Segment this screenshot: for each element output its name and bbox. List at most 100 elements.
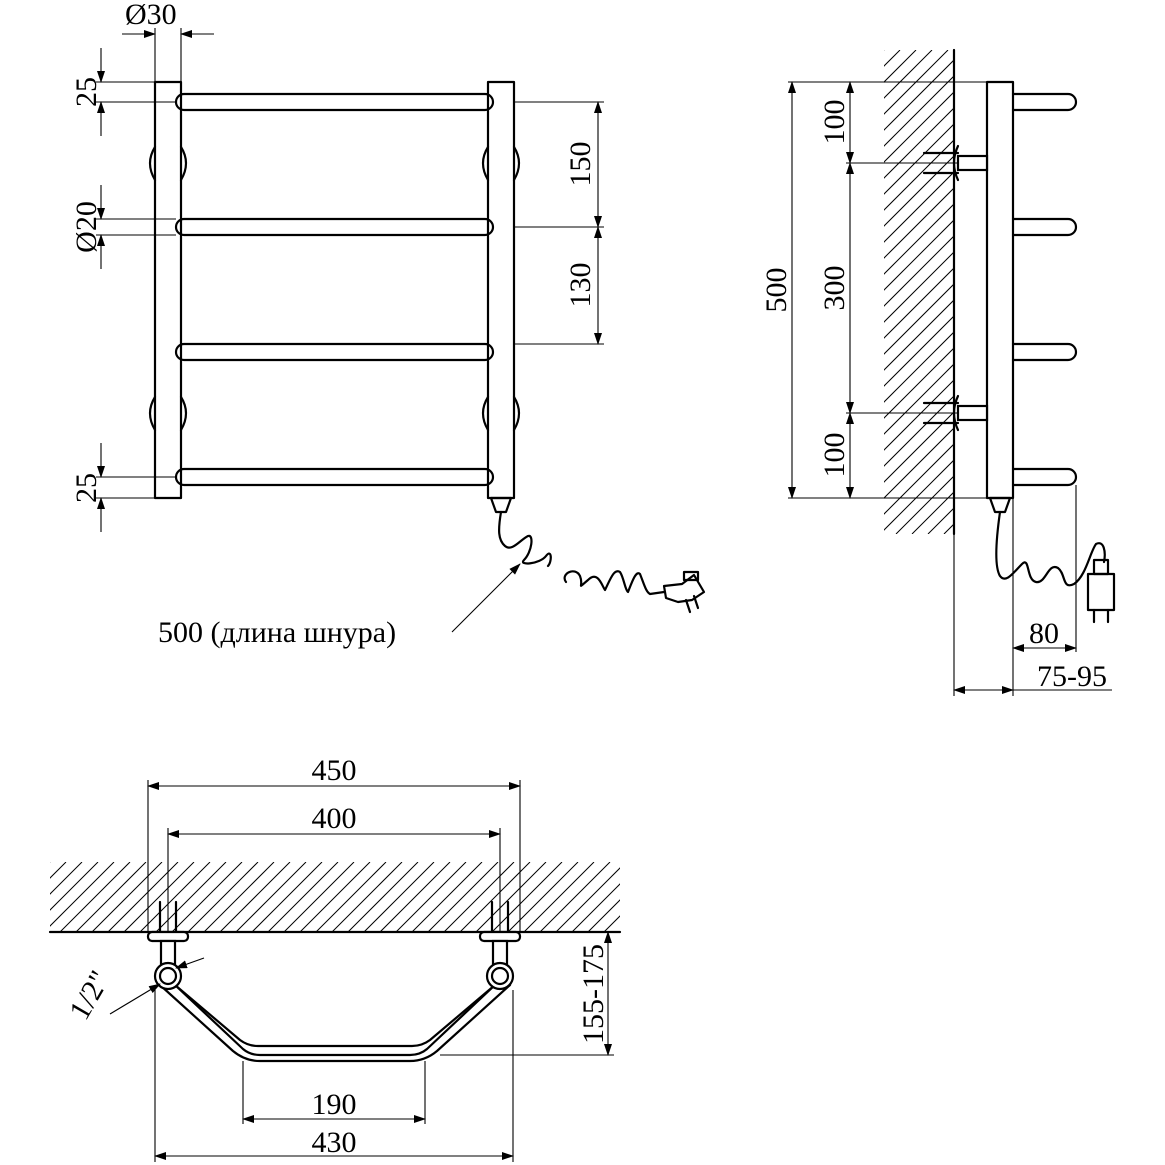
hatch-line (884, 50, 933, 99)
hatch-line (59, 862, 131, 932)
hatch-line (884, 235, 954, 307)
hatch-line (884, 203, 954, 275)
top-wall-mounts (146, 900, 522, 967)
hatch-line (555, 867, 620, 932)
rung-3 (174, 342, 495, 362)
dim-top-offset: 25 (70, 77, 103, 107)
hatch-line (283, 862, 355, 932)
side-dimension-lines (788, 81, 1112, 694)
hatch-line (884, 50, 885, 51)
top-dimension-lines (109, 782, 612, 1160)
dim-axis-width: 400 (312, 802, 357, 835)
hatch-line (884, 91, 954, 163)
hatch-line (960, 50, 1165, 534)
hatch-line (884, 427, 954, 499)
hatch-line (50, 862, 99, 911)
hatch-line (75, 862, 147, 932)
hatch-line (884, 379, 954, 451)
dim-depth: 80 (1029, 617, 1059, 650)
hatch-line (571, 883, 620, 932)
hatch-line (475, 862, 547, 932)
hatch-line (1008, 50, 1165, 534)
hatch-line (884, 50, 949, 115)
hatch-line (884, 59, 954, 131)
front-view: Ø30 25 Ø20 25 150 130 500 (длина шнура) (70, 0, 706, 649)
hatch-line (251, 862, 323, 932)
side-wall-hatching (884, 50, 1165, 534)
hatch-line (976, 50, 1165, 534)
side-heater-end (988, 496, 1012, 514)
hatch-line (363, 862, 435, 932)
hatch-line (187, 862, 259, 932)
dim-top-mount: 100 (818, 100, 851, 145)
left-collector (153, 80, 183, 500)
hatch-line (943, 523, 954, 534)
hatch-line (1024, 50, 1165, 534)
hatch-line (884, 395, 954, 467)
hatch-line (636, 862, 706, 932)
dim-upper-spacing: 150 (564, 142, 597, 187)
hatch-line (992, 50, 1165, 534)
hatch-line (347, 862, 419, 932)
hatch-line (411, 862, 483, 932)
hatch-line (911, 491, 954, 534)
hatch-line (91, 862, 163, 932)
top-view: 450 400 1/2" 155-175 190 430 (48, 754, 738, 1162)
hatch-line (155, 862, 227, 932)
dim-connection: 1/2" (63, 965, 117, 1025)
dim-height: 500 (760, 268, 793, 313)
side-collector (985, 80, 1015, 500)
rung-4 (174, 467, 495, 487)
side-extension-lines (788, 81, 1077, 696)
hatch-line (539, 862, 611, 932)
hatch-line (507, 862, 579, 932)
hatch-line (203, 862, 275, 932)
rung-1 (174, 92, 495, 112)
hatch-line (884, 123, 954, 195)
hatch-line (331, 862, 403, 932)
hatch-line (884, 283, 954, 355)
hatch-line (884, 411, 954, 483)
dim-tube-diameter: Ø30 (125, 0, 177, 31)
hatch-line (219, 862, 291, 932)
dim-bottom-offset: 25 (70, 473, 103, 503)
hatch-line (1136, 50, 1165, 534)
top-rung-outline (158, 983, 512, 1063)
hatch-line (587, 899, 620, 932)
hatch-line (107, 862, 179, 932)
hatch-line (491, 862, 563, 932)
hatch-line (884, 331, 954, 403)
front-cable (498, 510, 552, 568)
front-rungs (174, 92, 495, 487)
side-view: 500 100 300 100 80 75-95 (760, 48, 1165, 696)
hatch-line (1056, 50, 1165, 534)
hatch-line (603, 915, 620, 932)
hatch-line (123, 862, 195, 932)
right-collector-section (485, 961, 515, 991)
front-dimension-lines (97, 30, 602, 532)
hatch-line (1120, 50, 1165, 534)
dim-outer-width: 430 (312, 1126, 357, 1159)
hatch-line (379, 862, 451, 932)
hatch-line (299, 862, 371, 932)
hatch-line (459, 862, 531, 932)
hatch-line (668, 862, 738, 932)
dim-inner-width: 190 (312, 1088, 357, 1121)
hatch-line (884, 443, 954, 515)
hatch-line (139, 862, 211, 932)
cord-length-note: 500 (длина шнура) (158, 616, 396, 649)
hatch-line (50, 862, 67, 879)
top-wall-hatching (50, 862, 738, 932)
hatch-line (884, 75, 954, 147)
hatch-line (1152, 50, 1165, 534)
hatch-line (1104, 50, 1165, 534)
cord-leader (451, 563, 521, 633)
hatch-line (315, 862, 387, 932)
hatch-line (652, 862, 722, 932)
hatch-line (50, 862, 51, 863)
hatch-line (1072, 50, 1165, 534)
hatch-line (619, 931, 620, 932)
dim-middle-spacing: 130 (564, 263, 597, 308)
hatch-line (884, 315, 954, 387)
hatch-line (884, 107, 954, 179)
